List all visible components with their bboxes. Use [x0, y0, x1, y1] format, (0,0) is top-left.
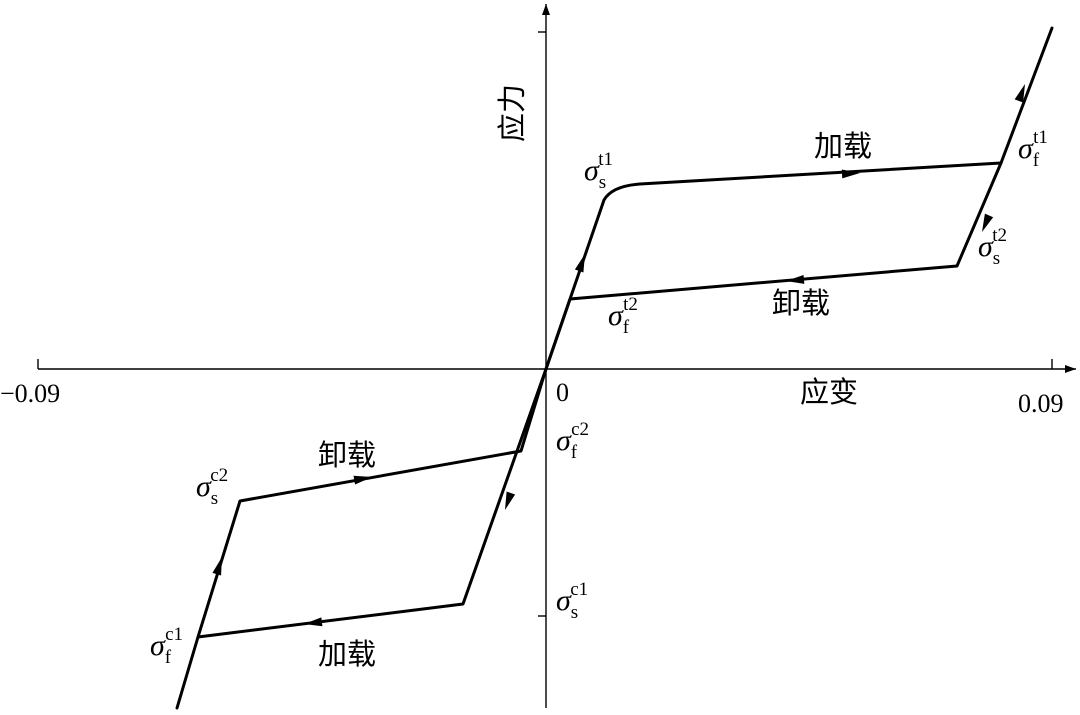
- tension-loop: [544, 26, 1054, 371]
- arrow-tension-hardening-up: [1014, 84, 1025, 103]
- symbol-sigma-f-c2: σfc2: [556, 419, 589, 463]
- arrow-compression-unloading-right: [353, 475, 372, 485]
- x-max-label: 0.09: [1018, 389, 1064, 418]
- tension-elastic-and-loading-curve: [544, 26, 1054, 371]
- arrow-tension-unload-down: [982, 213, 994, 232]
- label-loading-tension: 加载: [814, 129, 872, 163]
- label-loading-compression: 加载: [318, 637, 376, 671]
- symbol-sigma-f-t2: σft2: [608, 294, 638, 338]
- arrow-loading-right: [841, 169, 860, 179]
- origin-label: 0: [556, 378, 569, 407]
- arrow-unloading-left: [786, 274, 805, 284]
- arrow-compression-unload-up: [212, 557, 222, 576]
- compression-unloading-curve: [196, 367, 548, 639]
- arrow-compression-loading-left: [304, 617, 323, 627]
- symbol-sigma-s-t2: σst2: [978, 225, 1007, 269]
- axis-labels: 应变 应力 −0.09 0.09 0: [0, 84, 1064, 418]
- y-axis-label: 应力: [495, 84, 529, 142]
- symbol-sigma-s-c2: σsc2: [196, 465, 228, 509]
- arrow-compression-down: [505, 491, 516, 510]
- symbol-sigma-f-c1: σfc1: [150, 624, 183, 668]
- x-min-label: −0.09: [0, 379, 60, 408]
- stress-symbols: σst1 σft1 σst2 σft2 σfc2 σsc2 σsc1 σfc1: [150, 127, 1048, 668]
- axes: [37, 4, 1076, 708]
- arrow-elastic-up: [574, 254, 585, 273]
- x-axis-label: 应变: [800, 375, 858, 409]
- symbol-sigma-f-t1: σft1: [1018, 127, 1048, 171]
- symbol-sigma-s-c1: σsc1: [556, 579, 588, 623]
- symbol-sigma-s-t1: σst1: [584, 149, 613, 193]
- direction-arrows: [212, 84, 1025, 627]
- label-unloading-tension: 卸载: [772, 286, 830, 320]
- tension-unloading-curve: [544, 161, 1003, 371]
- compression-loading-curve: [175, 367, 548, 710]
- label-unloading-compression: 卸载: [318, 438, 376, 472]
- process-labels: 加载 卸载 卸载 加载: [318, 129, 872, 671]
